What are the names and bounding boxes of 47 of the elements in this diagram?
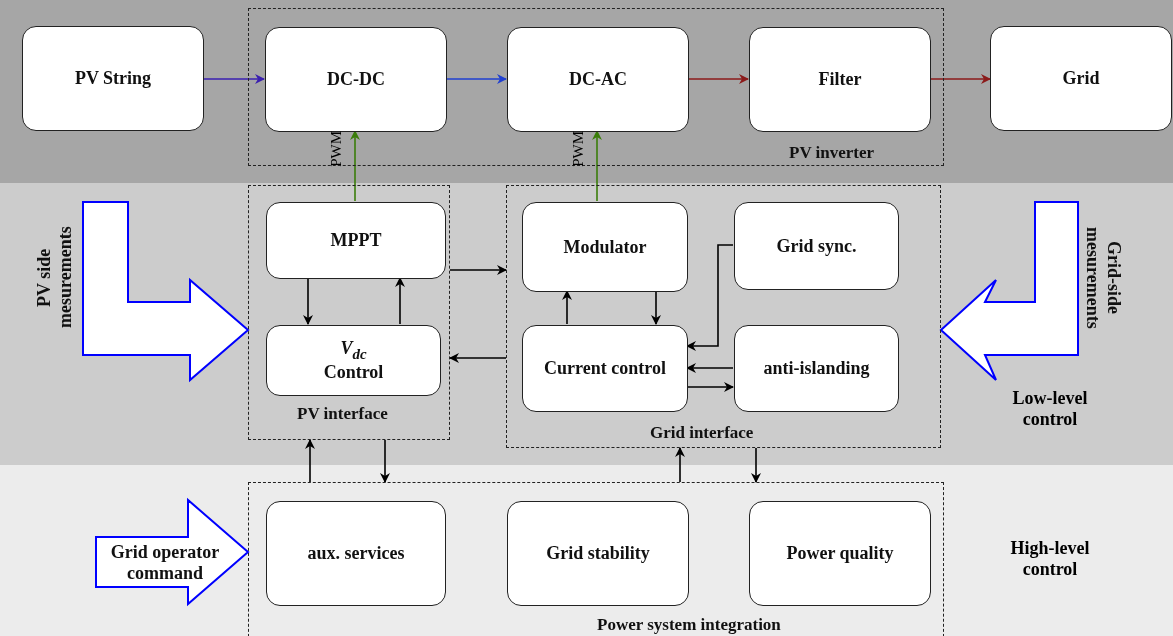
process-box: Grid stability: [507, 501, 689, 606]
group-title: Power system integration: [597, 615, 781, 635]
arrow: [380, 439, 390, 483]
process-box: PV String: [22, 26, 204, 131]
arrow: [562, 290, 572, 325]
arrow: [350, 130, 360, 202]
arrow: [449, 353, 507, 363]
arrow: [929, 74, 991, 84]
process-box: DC-AC: [507, 27, 689, 132]
edge-label: PWM: [570, 130, 587, 168]
process-box: V$_{dc}$ Control: [266, 325, 441, 396]
arrow: [686, 363, 734, 373]
arrow: [445, 74, 507, 84]
edge-label: PWM: [328, 130, 345, 168]
arrow: [592, 130, 602, 202]
group-title: Grid interface: [650, 423, 754, 443]
level-label: Low-level control: [1011, 388, 1089, 430]
arrow: [675, 447, 685, 483]
process-box: Filter: [749, 27, 931, 132]
arrow: [751, 447, 761, 483]
level-label: High-level control: [1009, 538, 1091, 580]
block-arrow: [95, 497, 250, 607]
process-box: MPPT: [266, 202, 446, 279]
arrow-label: Grid operator command: [100, 538, 230, 588]
arrow: [395, 277, 405, 325]
rotated-label: Grid-side mesurements: [1078, 205, 1128, 350]
process-box: DC-DC: [265, 27, 447, 132]
process-box: Current control: [522, 325, 688, 412]
arrow: [686, 382, 734, 392]
process-box: anti-islanding: [734, 325, 899, 412]
process-box: Grid: [990, 26, 1172, 131]
arrow: [305, 439, 315, 483]
arrow: [687, 74, 749, 84]
block-arrow: [82, 201, 250, 383]
group-title: PV inverter: [789, 143, 875, 163]
rotated-label: PV side mesurements: [30, 205, 80, 350]
arrow: [449, 265, 507, 275]
block-arrow: [939, 201, 1079, 381]
process-box: Grid sync.: [734, 202, 899, 290]
process-box: Modulator: [522, 202, 688, 292]
arrow: [686, 244, 734, 351]
arrow: [303, 277, 313, 325]
arrow: [203, 74, 265, 84]
group-title: PV interface: [297, 404, 388, 424]
process-box: Power quality: [749, 501, 931, 606]
process-box: aux. services: [266, 501, 446, 606]
arrow: [651, 290, 661, 325]
